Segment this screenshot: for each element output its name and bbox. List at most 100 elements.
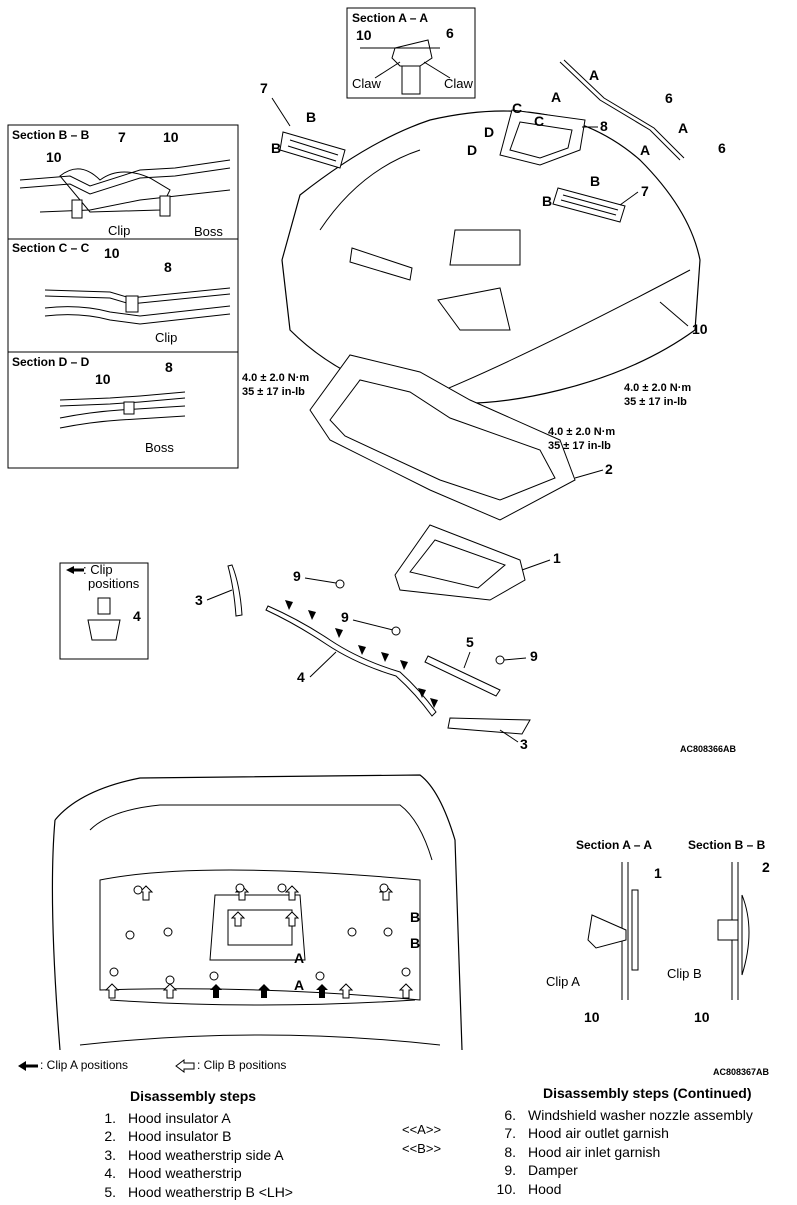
svg-text:8: 8: [600, 118, 608, 134]
air-inlet-garnish: [499, 109, 586, 166]
svg-text:10: 10: [692, 321, 708, 337]
svg-text:10: 10: [694, 1009, 710, 1025]
svg-text:: Clip: : Clip: [83, 562, 113, 577]
clip-b-arrows: [104, 885, 414, 999]
svg-text:B: B: [410, 935, 420, 951]
step-row: 2.Hood insulator B: [104, 1128, 232, 1144]
svg-text:7: 7: [641, 183, 649, 199]
clip-a-arrows: [210, 984, 328, 998]
clip-positions-legend: : Clip positions 4: [59, 562, 149, 660]
svg-text:D: D: [484, 124, 494, 140]
svg-text:Section B – B: Section B – B: [688, 838, 766, 852]
hood: [281, 110, 701, 404]
svg-text:D: D: [467, 142, 477, 158]
svg-text:B: B: [410, 909, 420, 925]
svg-text:6: 6: [446, 25, 454, 41]
washer-nozzle-hose: [559, 59, 685, 161]
svg-text:9: 9: [293, 568, 301, 584]
svg-text:6: 6: [665, 90, 673, 106]
weatherstrip-side-a-lower: [447, 717, 531, 735]
svg-text:3: 3: [520, 736, 528, 752]
svg-text:A: A: [551, 89, 561, 105]
svg-text:35 ± 17 in-lb: 35 ± 17 in-lb: [548, 440, 611, 452]
svg-text:4.0 ± 2.0 N·m: 4.0 ± 2.0 N·m: [624, 382, 691, 394]
svg-text:Claw: Claw: [352, 76, 382, 91]
weatherstrip-side-a: [227, 564, 243, 617]
step-row: 4.Hood weatherstrip: [104, 1165, 242, 1181]
svg-text:B: B: [542, 193, 552, 209]
step-row: 7.Hood air outlet garnish: [504, 1125, 669, 1141]
svg-text:7: 7: [260, 80, 268, 96]
step-row: 10.Hood: [496, 1180, 562, 1197]
svg-text:4.0 ± 2.0 N·m: 4.0 ± 2.0 N·m: [242, 372, 309, 384]
svg-text:4: 4: [297, 669, 305, 685]
svg-text:35 ± 17 in-lb: 35 ± 17 in-lb: [624, 396, 687, 408]
svg-text:10: 10: [163, 129, 179, 145]
step-row: 5.Hood weatherstrip B <LH>: [104, 1183, 293, 1200]
bottom-section-bb: Section B – B 2 Clip B 10: [667, 838, 770, 1025]
svg-text:10: 10: [356, 27, 372, 43]
disassembly-steps-continued: Disassembly steps (Continued) 6.Windshie…: [490, 1084, 753, 1198]
section-aa-inset: Section A – A 10 6 Claw Claw: [346, 7, 476, 99]
svg-text:Boss: Boss: [145, 440, 174, 455]
svg-text:35 ± 17 in-lb: 35 ± 17 in-lb: [242, 386, 305, 398]
steps-title: Disassembly steps: [130, 1088, 257, 1104]
svg-text:AC808366AB: AC808366AB: [680, 744, 737, 754]
svg-text:Claw: Claw: [444, 76, 474, 91]
svg-text:9: 9: [530, 648, 538, 664]
clip-a-legend: : Clip A positions: [40, 1058, 129, 1072]
svg-text:1: 1: [654, 865, 662, 881]
section-dd-inset: Section D – D 10 8 Boss: [7, 351, 239, 469]
hood-underside-view: [51, 774, 463, 1051]
bottom-section-aa: Section A – A 1 Clip A 10: [546, 838, 662, 1025]
ref-b: <<B>>: [402, 1140, 442, 1156]
step-row: 3.Hood weatherstrip side A: [104, 1146, 284, 1163]
svg-text:A: A: [640, 142, 650, 158]
clip-b-legend: : Clip B positions: [197, 1058, 287, 1072]
svg-text:3: 3: [195, 592, 203, 608]
svg-text:4.0 ± 2.0 N·m: 4.0 ± 2.0 N·m: [548, 426, 615, 438]
svg-text:Clip: Clip: [108, 223, 130, 238]
svg-text:B: B: [590, 173, 600, 189]
svg-text:8: 8: [164, 259, 172, 275]
hood-weatherstrip-b: [424, 655, 501, 697]
svg-text:2: 2: [762, 859, 770, 875]
svg-text:C: C: [534, 113, 544, 129]
svg-text:Clip B: Clip B: [667, 966, 702, 981]
svg-text:8: 8: [165, 359, 173, 375]
svg-text:C: C: [512, 100, 522, 116]
clip-points: [109, 883, 411, 985]
svg-text:Section A – A: Section A – A: [576, 838, 652, 852]
step-row: 6.Windshield washer nozzle assembly: [504, 1106, 753, 1123]
hood-weatherstrip: [265, 605, 437, 717]
air-outlet-garnish-right: [552, 187, 626, 223]
svg-text:A: A: [678, 120, 688, 136]
disassembly-steps: Disassembly steps 1.Hood insulator A 2.H…: [90, 1087, 293, 1201]
step-row: 9.Damper: [504, 1162, 578, 1178]
ref-a: <<A>>: [402, 1122, 442, 1137]
svg-text:5: 5: [466, 634, 474, 650]
step-row: 1.Hood insulator A: [104, 1109, 231, 1126]
step-row: 8.Hood air inlet garnish: [504, 1143, 661, 1160]
svg-text:Section B – B: Section B – B: [12, 128, 90, 142]
svg-text:Clip A: Clip A: [546, 974, 580, 989]
section-bb-inset: Section B – B 7 10 10 Clip Boss: [7, 124, 239, 240]
svg-text:B: B: [306, 109, 316, 125]
svg-text:7: 7: [118, 129, 126, 145]
air-outlet-garnish-left: [279, 131, 346, 169]
svg-text:Boss: Boss: [194, 224, 223, 239]
svg-text:positions: positions: [88, 576, 140, 591]
hood-insulator-b: [309, 354, 576, 521]
step-references: <<A>> <<B>>: [402, 1121, 441, 1158]
svg-text:A: A: [589, 67, 599, 83]
svg-text:AC808367AB: AC808367AB: [713, 1067, 770, 1077]
svg-text:2: 2: [605, 461, 613, 477]
svg-text:B: B: [271, 140, 281, 156]
svg-text:6: 6: [718, 140, 726, 156]
section-cc-inset: Section C – C 10 8 Clip: [7, 238, 239, 353]
clip-arrows: [285, 600, 438, 708]
svg-text:4: 4: [133, 608, 141, 624]
svg-text:Section A – A: Section A – A: [352, 11, 428, 25]
svg-text:1: 1: [553, 550, 561, 566]
